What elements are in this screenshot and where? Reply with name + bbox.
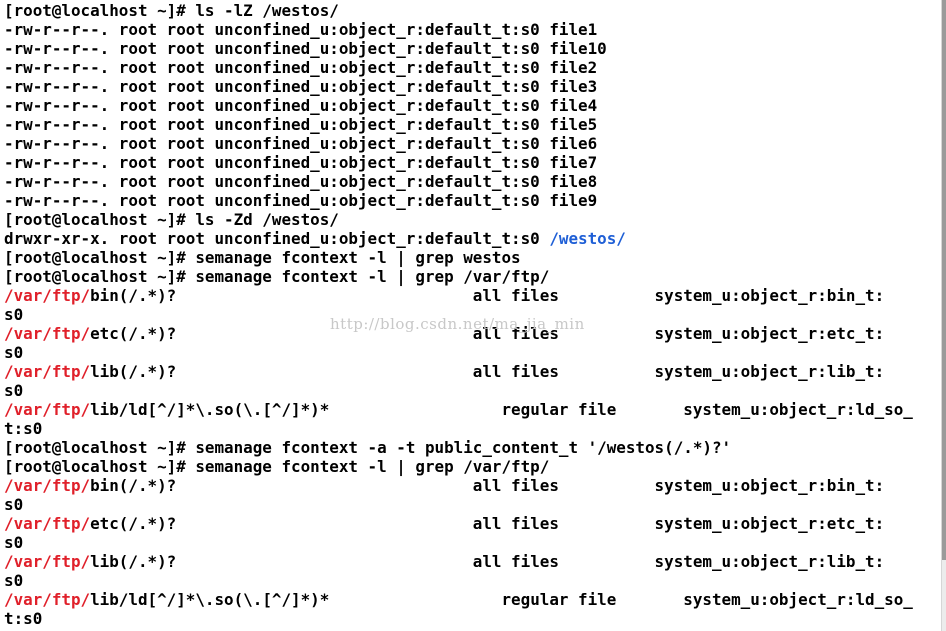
path-prefix: /var/ftp/ [4,400,91,419]
line-text: -rw-r--r--. root root unconfined_u:objec… [4,153,598,172]
terminal-line: s0 [4,495,913,514]
terminal-line: [root@localhost ~]# ls -lZ /westos/ [4,1,913,20]
path-prefix: /var/ftp/ [4,514,91,533]
scrollbar-thumb[interactable] [942,0,946,560]
terminal-line: -rw-r--r--. root root unconfined_u:objec… [4,191,913,210]
line-text: [root@localhost ~]# semanage fcontext -l… [4,248,521,267]
terminal-line: s0 [4,343,913,362]
line-text: etc(/.*)? all files system_u:object_r:et… [90,324,885,343]
terminal-line: drwxr-xr-x. root root unconfined_u:objec… [4,229,913,248]
terminal-line: -rw-r--r--. root root unconfined_u:objec… [4,77,913,96]
terminal-line: -rw-r--r--. root root unconfined_u:objec… [4,134,913,153]
path-prefix: /var/ftp/ [4,286,91,305]
line-text: -rw-r--r--. root root unconfined_u:objec… [4,134,598,153]
terminal-line: s0 [4,305,913,324]
path-prefix: /var/ftp/ [4,476,91,495]
line-text: -rw-r--r--. root root unconfined_u:objec… [4,39,607,58]
path-prefix: /var/ftp/ [4,552,91,571]
terminal-line: s0 [4,533,913,552]
line-text: [root@localhost ~]# ls -lZ /westos/ [4,1,339,20]
terminal-line: /var/ftp/lib(/.*)? all files system_u:ob… [4,362,913,381]
terminal-line: /var/ftp/etc(/.*)? all files system_u:ob… [4,514,913,533]
terminal-line: /var/ftp/lib/ld[^/]*\.so(\.[^/]*)* regul… [4,590,913,609]
terminal-line: [root@localhost ~]# semanage fcontext -l… [4,457,913,476]
line-text: s0 [4,495,24,514]
terminal-line: t:s0 [4,419,913,438]
line-text: [root@localhost ~]# semanage fcontext -a… [4,438,732,457]
line-text: -rw-r--r--. root root unconfined_u:objec… [4,191,598,210]
terminal-line: s0 [4,381,913,400]
line-text: t:s0 [4,419,43,438]
line-text: -rw-r--r--. root root unconfined_u:objec… [4,77,598,96]
line-text: [root@localhost ~]# ls -Zd /westos/ [4,210,339,229]
terminal-output[interactable]: [root@localhost ~]# ls -lZ /westos/-rw-r… [4,1,913,628]
line-text: -rw-r--r--. root root unconfined_u:objec… [4,20,598,39]
line-text: lib(/.*)? all files system_u:object_r:li… [90,552,885,571]
line-text: bin(/.*)? all files system_u:object_r:bi… [90,286,885,305]
line-text: lib/ld[^/]*\.so(\.[^/]*)* regular file s… [90,400,913,419]
path-prefix: /var/ftp/ [4,362,91,381]
path-prefix: /var/ftp/ [4,590,91,609]
line-text: s0 [4,533,24,552]
terminal-line: /var/ftp/bin(/.*)? all files system_u:ob… [4,286,913,305]
line-text: -rw-r--r--. root root unconfined_u:objec… [4,172,598,191]
terminal-line: -rw-r--r--. root root unconfined_u:objec… [4,172,913,191]
terminal-line: -rw-r--r--. root root unconfined_u:objec… [4,20,913,39]
directory-name: /westos/ [549,229,626,248]
terminal-line: -rw-r--r--. root root unconfined_u:objec… [4,115,913,134]
line-text: t:s0 [4,609,43,628]
line-text: [root@localhost ~]# semanage fcontext -l… [4,457,550,476]
line-text: s0 [4,381,24,400]
line-text: s0 [4,571,24,590]
line-text: -rw-r--r--. root root unconfined_u:objec… [4,58,598,77]
terminal-line: -rw-r--r--. root root unconfined_u:objec… [4,58,913,77]
line-text: s0 [4,305,24,324]
terminal-line: [root@localhost ~]# semanage fcontext -l… [4,267,913,286]
terminal-line: -rw-r--r--. root root unconfined_u:objec… [4,39,913,58]
terminal-line: [root@localhost ~]# semanage fcontext -l… [4,248,913,267]
terminal-line: [root@localhost ~]# ls -Zd /westos/ [4,210,913,229]
line-text: -rw-r--r--. root root unconfined_u:objec… [4,115,598,134]
terminal-line: /var/ftp/lib(/.*)? all files system_u:ob… [4,552,913,571]
line-text: drwxr-xr-x. root root unconfined_u:objec… [4,229,550,248]
vertical-scrollbar[interactable] [941,0,946,631]
terminal-line: /var/ftp/etc(/.*)? all files system_u:ob… [4,324,913,343]
terminal-line: /var/ftp/bin(/.*)? all files system_u:ob… [4,476,913,495]
line-text: lib(/.*)? all files system_u:object_r:li… [90,362,885,381]
terminal-line: -rw-r--r--. root root unconfined_u:objec… [4,96,913,115]
line-text: s0 [4,343,24,362]
line-text: etc(/.*)? all files system_u:object_r:et… [90,514,885,533]
terminal-line: t:s0 [4,609,913,628]
line-text: lib/ld[^/]*\.so(\.[^/]*)* regular file s… [90,590,913,609]
line-text: bin(/.*)? all files system_u:object_r:bi… [90,476,885,495]
terminal-line: /var/ftp/lib/ld[^/]*\.so(\.[^/]*)* regul… [4,400,913,419]
terminal-line: s0 [4,571,913,590]
terminal-line: [root@localhost ~]# semanage fcontext -a… [4,438,913,457]
terminal-line: -rw-r--r--. root root unconfined_u:objec… [4,153,913,172]
line-text: [root@localhost ~]# semanage fcontext -l… [4,267,550,286]
path-prefix: /var/ftp/ [4,324,91,343]
line-text: -rw-r--r--. root root unconfined_u:objec… [4,96,598,115]
